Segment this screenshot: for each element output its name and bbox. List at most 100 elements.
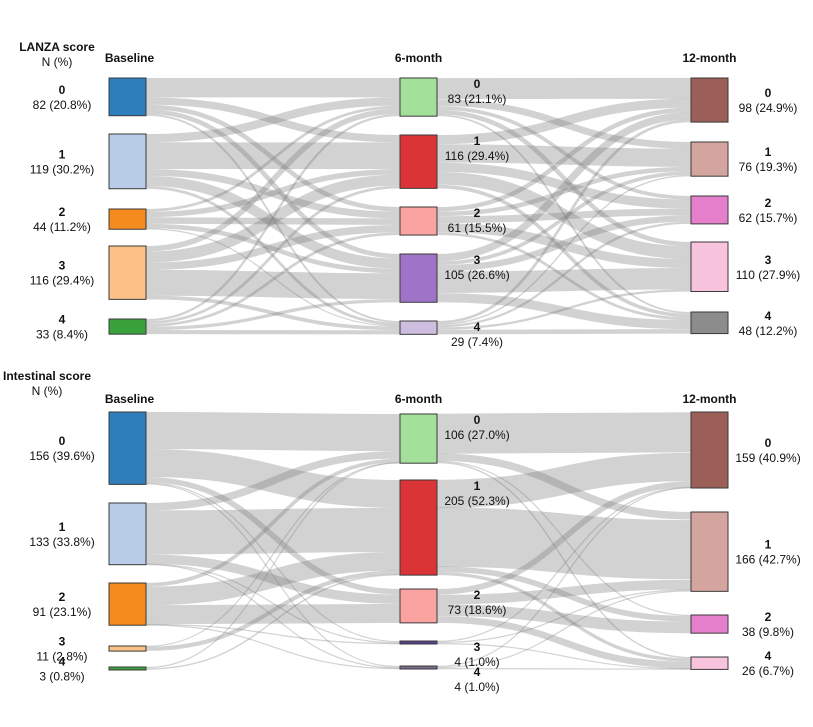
flow-link: [145, 113, 401, 323]
flow-link: [145, 224, 401, 270]
flow-link: [436, 162, 692, 209]
flow-link: [145, 482, 401, 643]
flow-link: [436, 412, 692, 454]
node-6-month-2-count-label: 73 (18.6%): [448, 603, 507, 617]
flow-link: [145, 458, 401, 587]
flow-link: [436, 166, 692, 217]
node-12-month-0-score-label: 0: [765, 86, 772, 100]
flow-link: [145, 217, 401, 225]
flow-link: [145, 476, 401, 595]
flow-link: [145, 168, 401, 219]
flow-link: [436, 616, 692, 669]
node-12-month-2-count-label: 38 (9.8%): [742, 625, 794, 639]
node-6-month-0-count-label: 106 (27.0%): [444, 428, 509, 442]
flow-link: [145, 623, 401, 645]
node-6-month-0-score-label: 0: [474, 77, 481, 91]
flow-link: [145, 412, 401, 452]
node-baseline-2-score-label: 2: [59, 205, 66, 219]
flow-link: [436, 604, 692, 634]
flow-link: [436, 481, 692, 595]
flow-link: [145, 449, 401, 508]
node-baseline-3: [108, 645, 147, 652]
flow-link: [436, 106, 692, 200]
flow-link: [436, 507, 692, 580]
node-12-month-4-score-label: 4: [765, 309, 772, 323]
node-12-month-2: [690, 614, 729, 634]
node-12-month-1-count-label: 166 (42.7%): [735, 553, 800, 567]
node-6-month-2-score-label: 2: [474, 588, 481, 602]
flow-link: [436, 208, 692, 224]
flow-link: [436, 452, 692, 509]
flow-link: [436, 668, 692, 670]
stage-label-12-month: 12-month: [683, 392, 737, 406]
node-6-month-1-score-label: 1: [474, 479, 481, 493]
flow-link: [145, 269, 401, 300]
flow-layer: [145, 412, 692, 670]
node-baseline-2-score-label: 2: [59, 590, 66, 604]
panel-title: LANZA score: [19, 40, 95, 54]
flow-link: [145, 105, 401, 212]
node-6-month-0-score-label: 0: [474, 413, 481, 427]
node-12-month-1: [690, 511, 729, 592]
node-baseline-3-count-label: 11 (2.8%): [36, 650, 87, 664]
flow-link: [436, 267, 692, 293]
flow-link: [436, 486, 692, 642]
flow-link: [436, 107, 692, 212]
flow-link: [145, 563, 401, 669]
node-12-month-0-score-label: 0: [765, 436, 772, 450]
flow-link: [145, 603, 401, 625]
flow-link: [436, 566, 692, 622]
stage-label-12-month: 12-month: [683, 51, 737, 65]
flow-link: [436, 109, 692, 247]
flow-link: [145, 570, 401, 651]
node-12-month-4-count-label: 48 (12.2%): [739, 324, 798, 338]
flow-link: [436, 174, 692, 326]
node-baseline-1-score-label: 1: [59, 520, 66, 534]
flow-link: [436, 289, 692, 330]
node-6-month-1-count-label: 205 (52.3%): [444, 494, 509, 508]
node-12-month-2: [690, 195, 729, 225]
stage-label-6-month: 6-month: [395, 392, 442, 406]
node-6-month-4-score-label: 4: [474, 665, 481, 679]
flow-link: [436, 171, 692, 266]
flow-link: [436, 114, 692, 314]
node-baseline-4-score-label: 4: [59, 655, 66, 669]
flow-link: [145, 551, 401, 606]
flow-link: [145, 295, 401, 331]
flow-link: [436, 293, 692, 330]
node-baseline-1-count-label: 133 (33.8%): [29, 535, 94, 549]
flow-link: [436, 112, 692, 262]
flow-link: [436, 453, 692, 520]
node-baseline-0-score-label: 0: [59, 434, 66, 448]
flow-link: [145, 108, 401, 252]
node-baseline-4-score-label: 4: [59, 313, 66, 327]
node-baseline-4: [108, 318, 147, 335]
flow-link: [436, 579, 692, 605]
node-6-month-4-count-label: 29 (7.4%): [451, 335, 503, 349]
node-6-month-3: [399, 640, 438, 645]
node-6-month-3: [399, 253, 438, 303]
node-baseline-1: [108, 133, 147, 190]
flow-link: [436, 99, 692, 149]
node-12-month-3-score-label: 3: [765, 253, 772, 267]
node-6-month-3-count-label: 105 (26.6%): [444, 268, 509, 282]
node-12-month-1: [690, 141, 729, 177]
flow-link: [436, 215, 692, 272]
flow-link: [145, 185, 401, 325]
node-6-month-0: [399, 77, 438, 117]
node-12-month-4-score-label: 4: [765, 649, 772, 663]
flow-link: [145, 169, 401, 218]
node-6-month-4-score-label: 4: [474, 320, 481, 334]
node-baseline-3-score-label: 3: [59, 259, 66, 273]
flow-link: [145, 624, 401, 670]
node-12-month-4-count-label: 26 (6.7%): [742, 664, 794, 678]
flow-link: [145, 483, 401, 668]
stage-label-baseline: Baseline: [105, 392, 155, 406]
flow-link: [145, 97, 401, 143]
flow-link: [436, 460, 692, 617]
node-12-month-0-count-label: 98 (24.9%): [739, 101, 798, 115]
flow-link: [145, 462, 401, 669]
node-12-month-2-score-label: 2: [765, 196, 772, 210]
flow-link: [436, 171, 692, 260]
